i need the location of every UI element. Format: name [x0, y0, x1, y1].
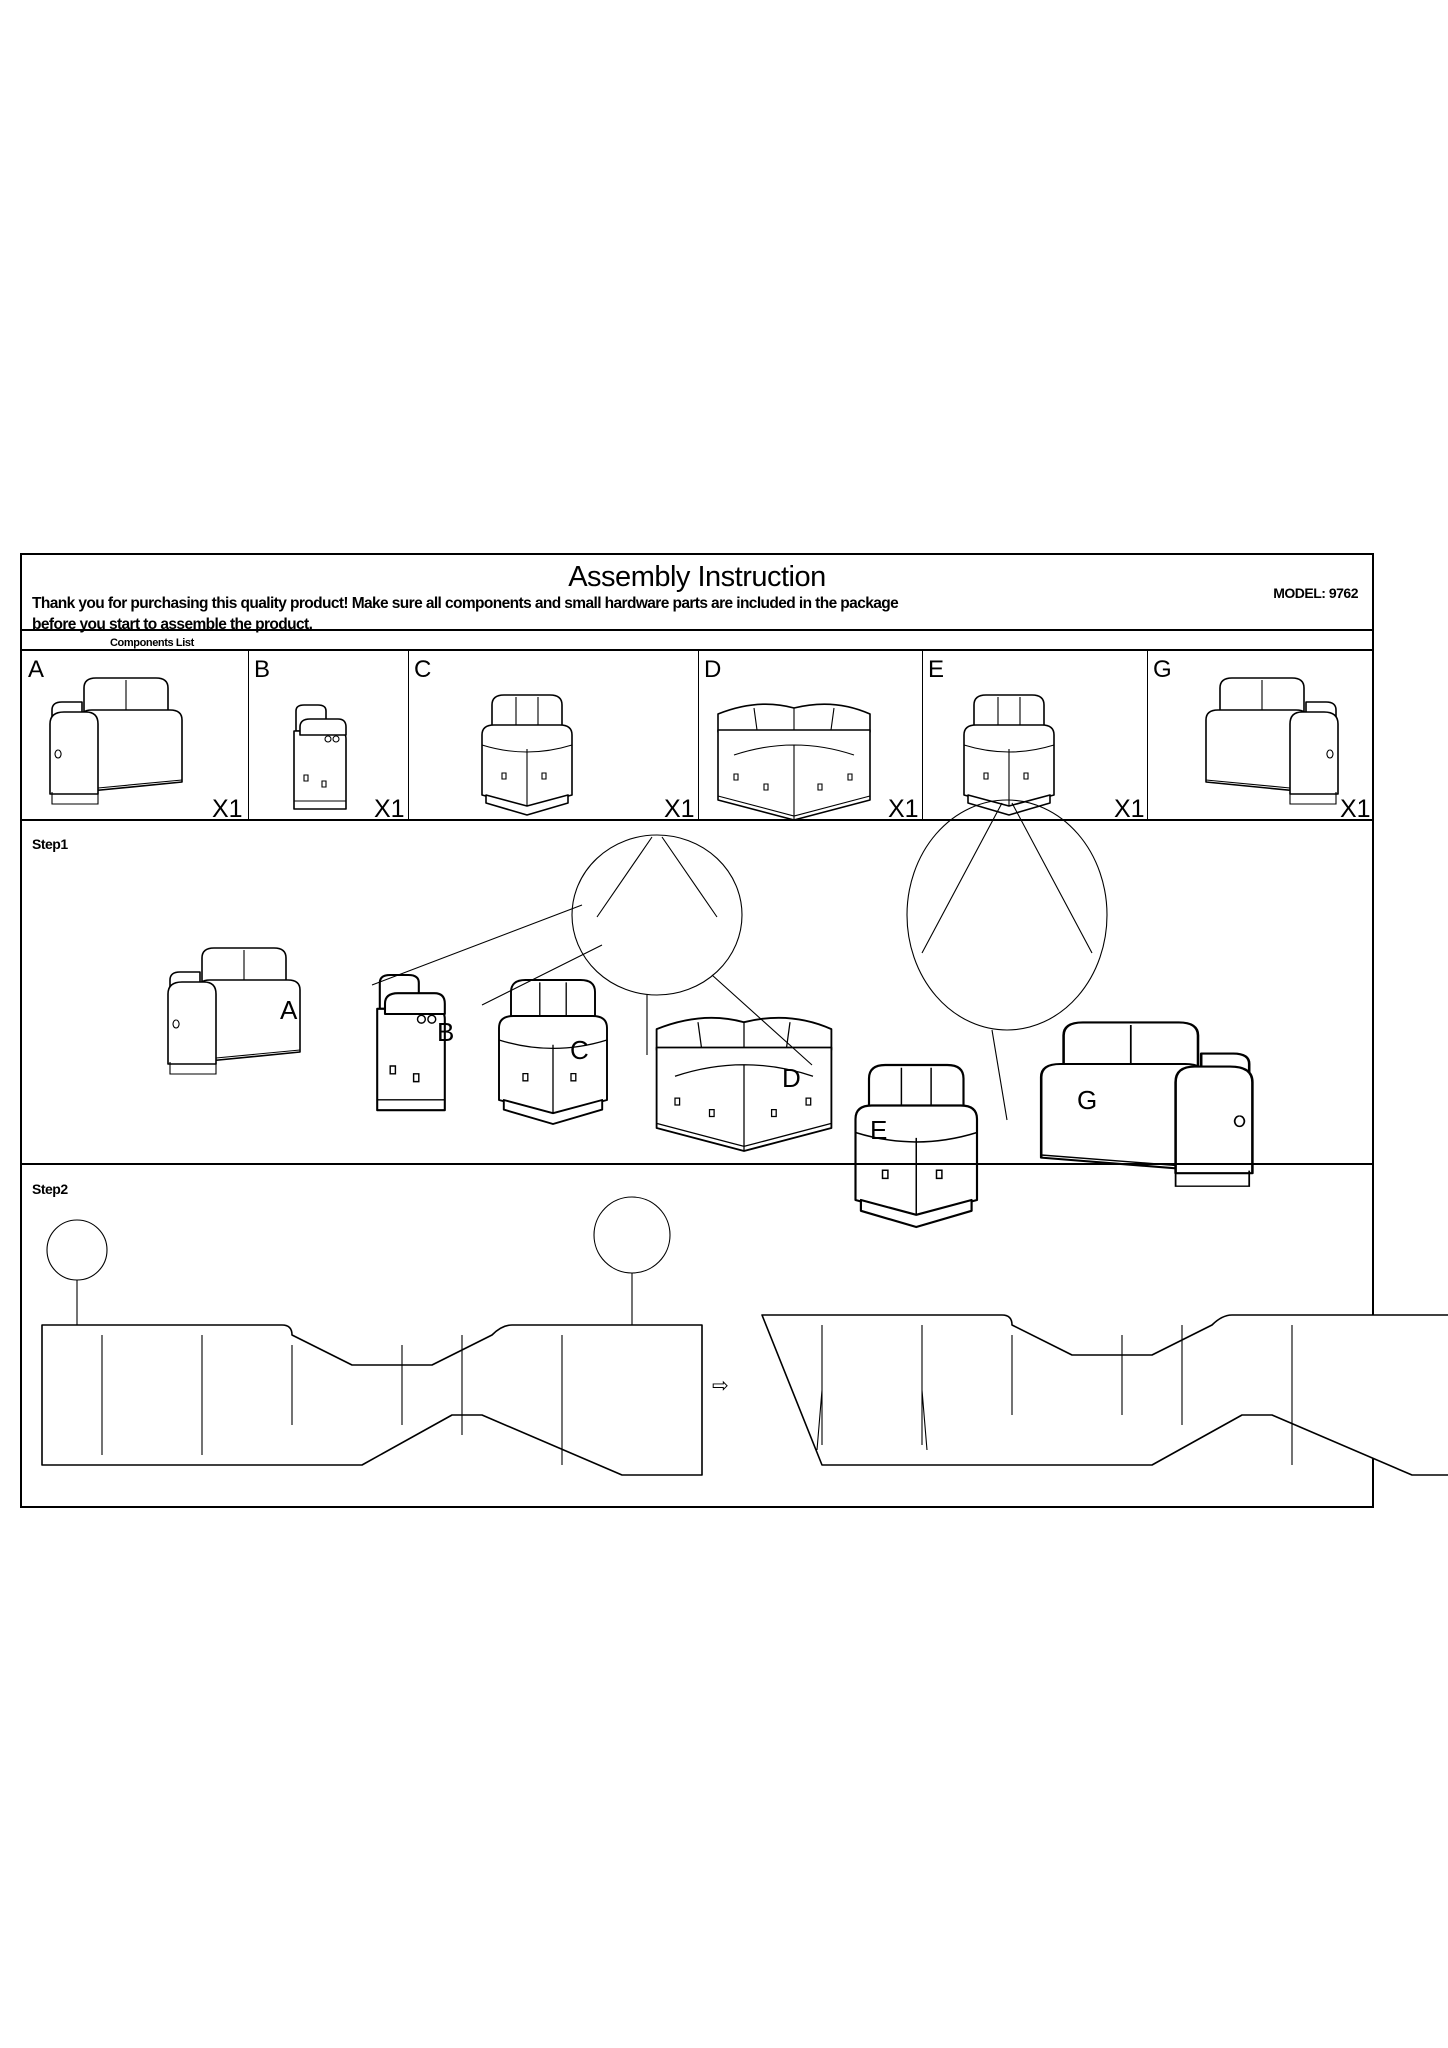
model-number: MODEL: 9762: [1273, 585, 1358, 601]
component-qty: X1: [1114, 795, 1145, 823]
transform-arrow: ⇨: [712, 1375, 729, 1397]
detail-zoom-circle-left: [46, 1219, 108, 1281]
component-letter: D: [704, 656, 722, 683]
step1-detail-callouts: [371, 799, 1108, 1121]
intro-line-2: before you start to assemble the product…: [32, 616, 313, 633]
divider: [22, 1163, 1372, 1165]
step2-label: Step2: [32, 1181, 68, 1197]
intro-line-1: Thank you for purchasing this quality pr…: [32, 595, 899, 612]
component-qty: X1: [374, 795, 405, 823]
divider: [1147, 649, 1148, 819]
component-letter: G: [1153, 656, 1172, 683]
step1-label-a: A: [280, 995, 298, 1025]
intro-text: Thank you for purchasing this quality pr…: [32, 593, 899, 635]
divider: [22, 649, 1372, 651]
component-letter: A: [28, 656, 45, 683]
page-title: Assembly Instruction: [568, 561, 826, 593]
detail-zoom-circle-right: [593, 1196, 671, 1274]
assembly-sheet: Assembly Instruction Thank you for purch…: [20, 553, 1448, 1508]
step1-label: Step1: [32, 836, 68, 852]
components-list-heading: Components List: [110, 637, 194, 649]
divider: [248, 649, 249, 819]
step1-label-d: D: [782, 1063, 801, 1093]
component-qty: X1: [212, 795, 243, 823]
step1-label-c: C: [570, 1035, 589, 1065]
component-qty: X1: [1340, 795, 1371, 823]
detail-zoom-circle-right: [906, 799, 1108, 1031]
component-qty: X1: [888, 795, 919, 823]
step1-label-e: E: [870, 1115, 888, 1145]
sectional-before: [41, 1324, 703, 1476]
step1-label-g: G: [1077, 1085, 1098, 1115]
step2-assembled-sectional: [41, 1196, 1448, 1476]
divider: [698, 649, 699, 819]
component-letter: C: [414, 656, 432, 683]
divider: [922, 649, 923, 819]
divider: [22, 629, 1372, 631]
step1-label-b: B: [437, 1017, 455, 1047]
component-letter: E: [928, 656, 945, 683]
divider: [408, 649, 409, 819]
divider: [22, 819, 1372, 821]
component-letter: B: [254, 656, 271, 683]
sectional-after: [761, 1314, 1448, 1476]
component-qty: X1: [664, 795, 695, 823]
detail-zoom-circle-left: [571, 834, 743, 996]
